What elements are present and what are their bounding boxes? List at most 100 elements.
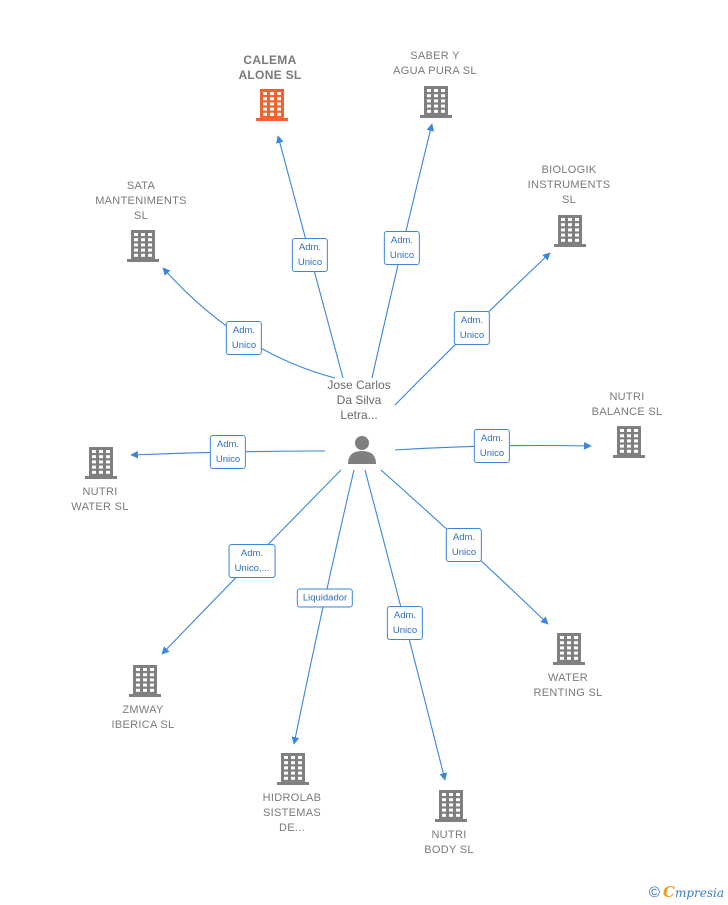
relation-label-line: Adm. — [232, 325, 256, 336]
building-window — [434, 104, 438, 108]
company-name-line: SISTEMAS — [262, 807, 322, 819]
building-base — [129, 694, 161, 697]
building-icon[interactable] — [554, 215, 586, 247]
building-icon[interactable] — [129, 665, 161, 697]
person-head — [355, 436, 369, 450]
building-base — [553, 662, 585, 665]
building-window — [143, 683, 147, 687]
relation-label-line: Adm. — [240, 548, 264, 559]
building-window — [136, 688, 140, 692]
building-window — [574, 641, 578, 645]
building-base — [613, 455, 645, 458]
building-window — [575, 218, 579, 221]
company-name-line: BALANCE SL — [591, 406, 663, 418]
building-window — [568, 238, 572, 242]
building-base — [277, 782, 309, 785]
building-window — [561, 223, 565, 227]
building-window — [263, 102, 267, 106]
center-person-label[interactable]: Jose Carlos Da Silva Letra... — [327, 378, 390, 423]
relation-label-nutri-balance[interactable]: Adm.Unico — [473, 429, 511, 463]
company-name-line: RENTING SL — [533, 687, 603, 699]
center-name-line: Da Silva — [336, 393, 382, 407]
building-window — [136, 673, 140, 677]
building-icon[interactable] — [277, 753, 309, 785]
building-window — [574, 646, 578, 650]
relation-label-line: Unico — [231, 340, 257, 351]
building-window — [567, 656, 571, 660]
relation-label-calema[interactable]: Adm.Unico — [291, 238, 329, 272]
building-window — [141, 253, 145, 257]
building-window — [627, 439, 631, 443]
building-window — [574, 656, 578, 660]
relation-label-nutri-water[interactable]: Adm.Unico — [209, 435, 247, 469]
building-window — [449, 808, 453, 812]
building-icon[interactable] — [435, 790, 467, 822]
building-icon[interactable] — [85, 447, 117, 479]
building-window — [449, 813, 453, 817]
building-window — [99, 450, 103, 453]
building-window — [150, 683, 154, 687]
relation-label-hidrolab[interactable]: Liquidador — [296, 588, 354, 608]
building-window — [284, 766, 288, 770]
building-window — [575, 223, 579, 227]
building-window — [148, 238, 152, 242]
building-window — [568, 223, 572, 227]
building-icon[interactable] — [613, 426, 645, 458]
building-window — [568, 218, 572, 221]
building-window — [298, 761, 302, 765]
relation-label-saber[interactable]: Adm.Unico — [383, 231, 421, 265]
building-window — [568, 233, 572, 237]
building-window — [150, 688, 154, 692]
building-window — [92, 450, 96, 453]
relation-label-line: Unico — [389, 250, 415, 261]
building-base — [85, 476, 117, 479]
building-window — [634, 449, 638, 453]
building-icon[interactable] — [553, 633, 585, 665]
building-icon[interactable] — [420, 86, 452, 118]
relation-label-line: Adm. — [393, 610, 417, 621]
building-base — [420, 115, 452, 118]
company-name-line: SL — [561, 194, 577, 206]
building-window — [298, 776, 302, 780]
building-window — [141, 233, 145, 236]
building-window — [575, 233, 579, 237]
company-name-line: HIDROLAB — [262, 792, 322, 804]
relation-label-biologik[interactable]: Adm.Unico — [453, 311, 491, 345]
footer-brand[interactable]: ©Cmpresia — [649, 883, 724, 901]
building-window — [148, 253, 152, 257]
relation-label-water-renting[interactable]: Adm.Unico — [445, 528, 483, 562]
person-icon[interactable] — [348, 436, 376, 464]
building-window — [442, 803, 446, 807]
company-name-line: INSTRUMENTS — [527, 179, 611, 191]
copyright-icon: © — [648, 884, 660, 901]
building-window — [99, 460, 103, 464]
building-window — [134, 243, 138, 247]
relation-label-sata[interactable]: Adm. Unico — [225, 321, 263, 355]
building-window — [441, 94, 445, 98]
building-icon[interactable] — [127, 230, 159, 262]
relation-label-line: Adm. — [460, 315, 484, 326]
building-window — [634, 429, 638, 432]
building-window — [148, 243, 152, 247]
building-window — [143, 668, 147, 671]
relation-label-nutri-body[interactable]: Adm.Unico — [386, 606, 424, 640]
building-window — [106, 455, 110, 459]
brand-logo-initial: C — [662, 883, 675, 901]
relation-label-line: Unico — [451, 547, 477, 558]
building-window — [575, 228, 579, 232]
building-window — [284, 771, 288, 775]
building-window — [456, 813, 460, 817]
building-window — [456, 803, 460, 807]
building-icon[interactable] — [256, 89, 288, 121]
relation-label-zmway[interactable]: Adm.Unico,... — [228, 544, 276, 578]
